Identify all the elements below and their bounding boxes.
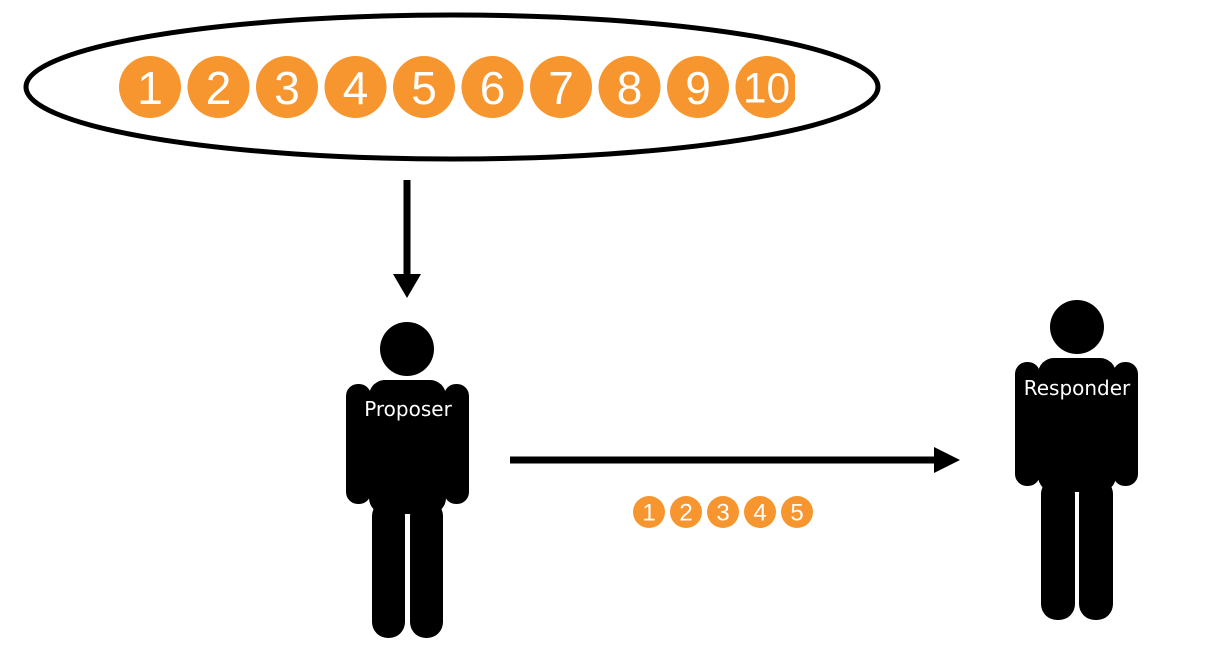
offer-coin-5 (781, 496, 813, 528)
pool-coin-label: 1 (137, 62, 163, 114)
proposer-left-arm (346, 384, 371, 504)
pool-coin-label: 4 (343, 62, 369, 114)
responder-figure: Responder (1015, 300, 1138, 620)
down-arrow (393, 180, 421, 298)
responder-left-leg (1041, 478, 1075, 620)
proposer-right-arm (444, 384, 469, 504)
offer-coin-label: 5 (790, 500, 803, 527)
offer-coin-label: 2 (679, 500, 692, 527)
pool-coin-label: 10 (743, 65, 790, 112)
pool-coin-label: 3 (274, 62, 300, 114)
pool-coin-label: 9 (685, 62, 711, 114)
pool-coin-label: 7 (548, 62, 574, 114)
pool-coin-4 (324, 56, 387, 118)
pool-coin-label: 6 (480, 62, 506, 114)
responder-right-arm (1113, 362, 1138, 486)
offer-coin-label: 4 (753, 500, 766, 527)
offer-coin-label: 3 (716, 500, 729, 527)
proposer-head (380, 322, 434, 376)
pool-coin-1 (119, 56, 181, 118)
offer-coin-1 (633, 496, 665, 528)
responder-head (1050, 300, 1104, 354)
responder-torso (1038, 358, 1116, 492)
pool-coin-label: 8 (617, 62, 643, 114)
proposer-left-leg (372, 500, 405, 638)
pool-coin-10 (735, 56, 795, 118)
pool-ellipse (23, 12, 881, 162)
proposer-right-leg (410, 500, 443, 638)
pool-coin-9 (667, 56, 729, 118)
responder-left-arm (1015, 362, 1040, 486)
offer-arrow (510, 447, 960, 473)
pool-coin-8 (598, 56, 661, 118)
pool-coin-5 (393, 56, 455, 118)
proposer-torso (369, 380, 446, 514)
pool-coin-7 (530, 56, 592, 118)
pool-coin-label: 2 (206, 62, 232, 114)
proposer-label: Proposer (364, 397, 452, 421)
offer-coin-2 (670, 496, 702, 528)
proposer-figure: Proposer (346, 322, 469, 638)
responder-label: Responder (1024, 376, 1131, 400)
offer-coin-label: 1 (642, 500, 655, 527)
offer-coin-4 (744, 496, 776, 528)
pool-coin-2 (187, 56, 250, 118)
responder-right-leg (1079, 478, 1113, 620)
pool-coin-label: 5 (411, 62, 437, 114)
pool-coin-6 (461, 56, 524, 118)
pool-coin-3 (256, 56, 318, 118)
offer-coin-3 (707, 496, 739, 528)
